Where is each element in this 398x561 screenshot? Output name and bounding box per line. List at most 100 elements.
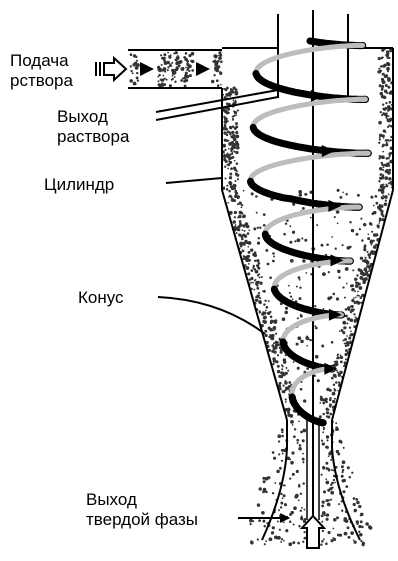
stipple-dot xyxy=(259,276,261,278)
stipple-dot xyxy=(326,513,329,516)
stipple-dot xyxy=(253,227,256,230)
stipple-dot xyxy=(296,343,299,346)
stipple-dot xyxy=(343,447,345,449)
stipple-dot xyxy=(229,133,231,135)
label-cylinder: Цилиндр xyxy=(44,175,114,195)
stipple-dot xyxy=(340,361,343,364)
stipple-dot xyxy=(130,70,132,72)
stipple-dot xyxy=(215,55,218,58)
stipple-dot xyxy=(358,505,361,508)
stipple-dot xyxy=(345,349,348,352)
stipple-dot xyxy=(333,528,335,530)
stipple-dot xyxy=(292,231,295,234)
stipple-dot xyxy=(368,267,370,269)
stipple-dot xyxy=(387,157,389,159)
stipple-dot xyxy=(365,522,369,526)
stipple-dot xyxy=(278,440,280,442)
stipple-dot xyxy=(161,84,164,87)
stipple-dot xyxy=(367,233,369,235)
stipple-dot xyxy=(306,345,308,347)
stipple-dot xyxy=(259,227,261,229)
stipple-dot xyxy=(328,499,330,501)
stipple-dot xyxy=(343,490,346,493)
stipple-dot xyxy=(331,469,333,471)
stipple-dot xyxy=(349,335,351,337)
stipple-dot xyxy=(328,531,331,534)
stipple-dot xyxy=(229,153,231,155)
stipple-dot xyxy=(224,139,227,142)
stipple-dot xyxy=(330,539,333,542)
stipple-dot xyxy=(342,321,346,325)
stipple-dot xyxy=(253,268,256,271)
stipple-dot xyxy=(336,369,338,371)
stipple-dot xyxy=(217,60,220,63)
stipple-dot xyxy=(253,289,255,291)
stipple-dot xyxy=(281,428,284,431)
stipple-dot xyxy=(345,308,348,311)
stipple-dot xyxy=(277,341,279,343)
stipple-dot xyxy=(371,231,373,233)
stipple-dot xyxy=(283,540,285,542)
stipple-dot xyxy=(284,381,287,384)
stipple-dot xyxy=(386,50,389,53)
stipple-dot xyxy=(168,55,170,57)
stipple-dot xyxy=(135,66,139,70)
stipple-dot xyxy=(353,309,355,311)
stipple-dot xyxy=(358,525,361,528)
stipple-dot xyxy=(211,80,215,84)
stipple-dot xyxy=(253,265,255,267)
stipple-dot xyxy=(133,82,137,86)
stipple-dot xyxy=(322,466,325,469)
stipple-dot xyxy=(337,223,339,225)
stipple-dot xyxy=(282,317,286,321)
stipple-dot xyxy=(382,194,384,196)
stipple-dot xyxy=(299,297,302,300)
stipple-dot xyxy=(285,529,288,532)
stipple-dot xyxy=(359,276,363,280)
stipple-dot xyxy=(386,118,388,120)
stipple-dot xyxy=(315,355,319,359)
stipple-dot xyxy=(259,282,262,285)
stipple-dot xyxy=(284,503,287,506)
stipple-dot xyxy=(273,256,275,258)
stipple-dot xyxy=(303,399,306,402)
stipple-dot xyxy=(270,316,273,319)
stipple-dot xyxy=(387,86,390,89)
stipple-dot xyxy=(389,155,391,157)
stipple-dot xyxy=(235,173,237,175)
stipple-dot xyxy=(342,191,344,193)
stipple-dot xyxy=(136,76,139,79)
stipple-dot xyxy=(346,283,348,285)
stipple-dot xyxy=(379,137,381,139)
stipple-dot xyxy=(332,537,334,539)
stipple-dot xyxy=(250,277,253,280)
stipple-dot xyxy=(285,222,287,224)
stipple-dot xyxy=(297,542,300,545)
stipple-dot xyxy=(236,162,239,165)
stipple-dot xyxy=(282,385,284,387)
stipple-dot xyxy=(289,292,291,294)
stipple-dot xyxy=(244,230,246,232)
stipple-dot xyxy=(267,312,270,315)
stipple-dot xyxy=(255,195,258,198)
stipple-dot xyxy=(134,62,138,66)
stipple-dot xyxy=(337,534,340,537)
stipple-dot xyxy=(282,453,284,455)
stipple-dot xyxy=(233,100,235,102)
stipple-dot xyxy=(364,257,366,259)
stipple-dot xyxy=(353,313,355,315)
stipple-dot xyxy=(258,281,260,283)
stipple-dot xyxy=(227,130,230,133)
stipple-dot xyxy=(389,101,392,104)
stipple-dot xyxy=(283,233,286,236)
stipple-dot xyxy=(357,291,359,293)
stipple-dot xyxy=(255,296,257,298)
stipple-dot xyxy=(234,160,236,162)
stipple-dot xyxy=(359,533,362,536)
stipple-dot xyxy=(232,156,235,159)
stipple-dot xyxy=(271,350,274,353)
stipple-dot xyxy=(331,482,334,485)
stipple-dot xyxy=(354,278,357,281)
stipple-dot xyxy=(228,181,232,185)
stipple-dot xyxy=(340,354,342,356)
